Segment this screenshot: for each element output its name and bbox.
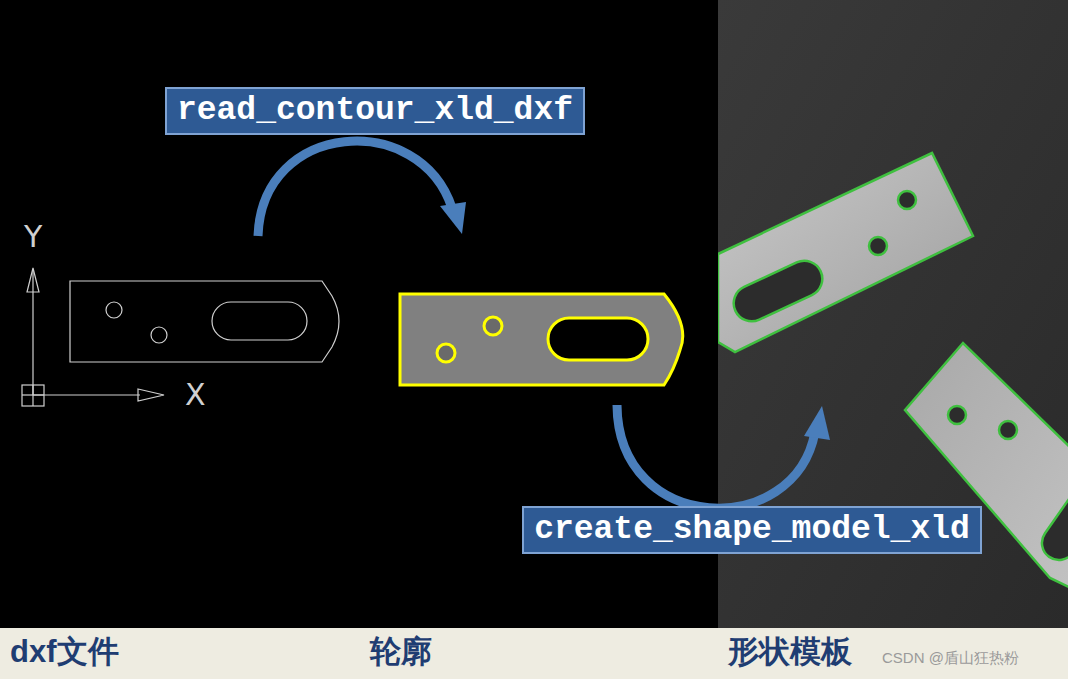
caption-band: [0, 628, 1068, 679]
cad-drawing: [22, 268, 339, 406]
operator-name: create_shape_model_xld: [534, 512, 970, 548]
operator-box: read_contour_xld_dxf: [165, 87, 585, 135]
process-arrow: [258, 141, 830, 508]
axis-label: Y: [24, 220, 42, 255]
operator-name: read_contour_xld_dxf: [177, 93, 573, 129]
operator-box: create_shape_model_xld: [522, 506, 982, 554]
stage-caption: 形状模板: [728, 634, 852, 670]
stage-caption: dxf文件: [10, 634, 119, 670]
xld-contour: [400, 294, 683, 385]
stage-caption: 轮廓: [370, 634, 432, 670]
watermark: CSDN @盾山狂热粉: [882, 649, 1019, 666]
axis-label: X: [185, 378, 206, 413]
